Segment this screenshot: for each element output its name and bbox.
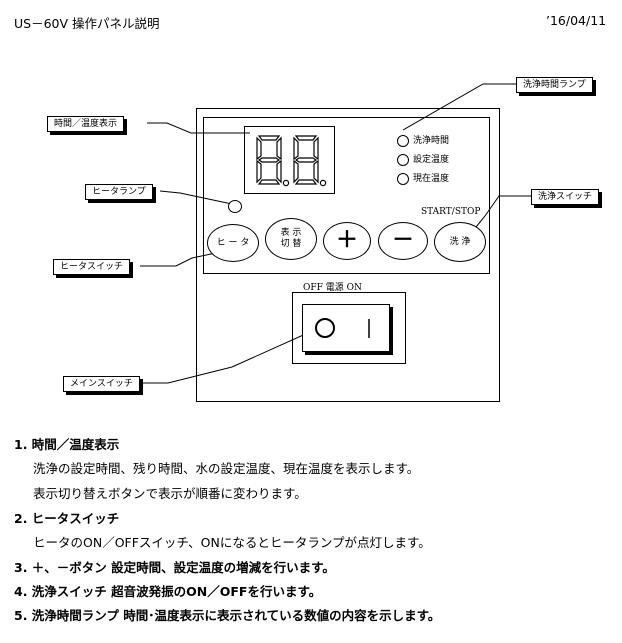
minus-icon: － [391,228,414,253]
seven-segment-digits [256,135,327,187]
plus-button[interactable]: ＋ [323,222,371,260]
power-label: OFF 電源 ON [303,283,362,293]
desc-1-heading: 1. 時間／温度表示 [14,437,120,452]
desc-3: 3. ＋、－ボタン 設定時間、設定温度の増減を行います。 [14,560,335,575]
plus-icon: ＋ [335,228,358,253]
control-panel-face [203,117,490,274]
callout-time-temp-display: 時間／温度表示 [47,116,125,132]
heater-lamp [228,200,242,213]
heater-button-label: ヒ ー タ [216,237,250,248]
callout-wash-time-lamp: 洗浄時間ランプ [516,77,593,93]
wash-button-label: 洗 浄 [449,236,471,247]
set-temp-lamp-label: 設定温度 [413,155,450,165]
heater-button[interactable]: ヒ ー タ [207,224,259,262]
minus-button[interactable]: － [378,222,428,260]
set-temp-lamp [397,154,409,166]
rocker-switch-icon [315,318,370,338]
main-switch[interactable] [302,304,390,352]
document-date: ’16/04/11 [546,13,607,28]
main-switch-frame [292,292,406,364]
callout-main-switch: メインスイッチ [63,376,140,392]
current-temp-lamp [397,173,409,185]
wash-time-lamp [397,135,409,147]
desc-5: 5. 洗浄時間ランプ 時間･温度表示に表示されている数値の内容を示します。 [14,608,441,623]
desc-4: 4. 洗浄スイッチ 超音波発振のON／OFFを行います。 [14,584,322,599]
current-temp-lamp-label: 現在温度 [413,174,450,184]
start-stop-label: START/STOP [421,207,481,217]
time-temp-display [244,126,335,194]
desc-2-line-1: ヒータのON／OFFスイッチ、ONになるとヒータランプが点灯します。 [33,535,431,550]
callout-heater-lamp: ヒータランプ [85,184,153,200]
desc-1-line-1: 洗浄の設定時間、残り時間、水の設定温度、現在温度を表示します。 [33,461,420,476]
callout-wash-switch: 洗浄スイッチ [531,189,600,205]
wash-time-lamp-label: 洗浄時間 [413,136,450,146]
desc-2-heading: 2. ヒータスイッチ [14,511,120,526]
document-title: US－60V 操作パネル説明 [14,16,160,31]
display-switch-label-bottom: 切 替 [280,239,302,249]
desc-1-line-2: 表示切り替えボタンで表示が順番に変わります。 [33,486,307,501]
display-switch-button[interactable]: 表 示 切 替 [265,218,317,260]
control-panel [196,108,500,402]
wash-button[interactable]: 洗 浄 [434,222,486,262]
callout-heater-switch: ヒータスイッチ [53,259,131,275]
display-switch-label-top: 表 示 [280,228,302,238]
